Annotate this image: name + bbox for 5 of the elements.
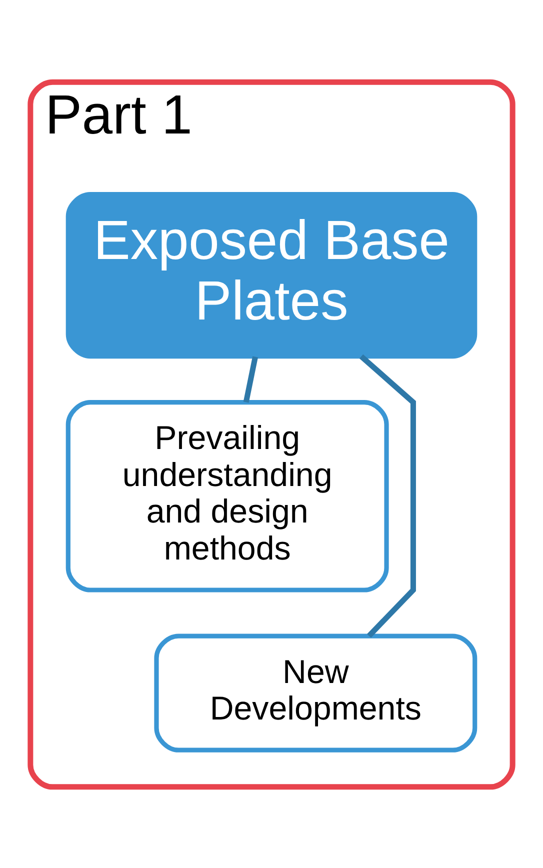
node-box: Exposed Base Plates (66, 192, 478, 358)
connector (243, 356, 258, 402)
node-box: Prevailing understanding and design methods (66, 400, 389, 592)
connector (359, 354, 416, 638)
node-box: New Developments (154, 633, 478, 752)
